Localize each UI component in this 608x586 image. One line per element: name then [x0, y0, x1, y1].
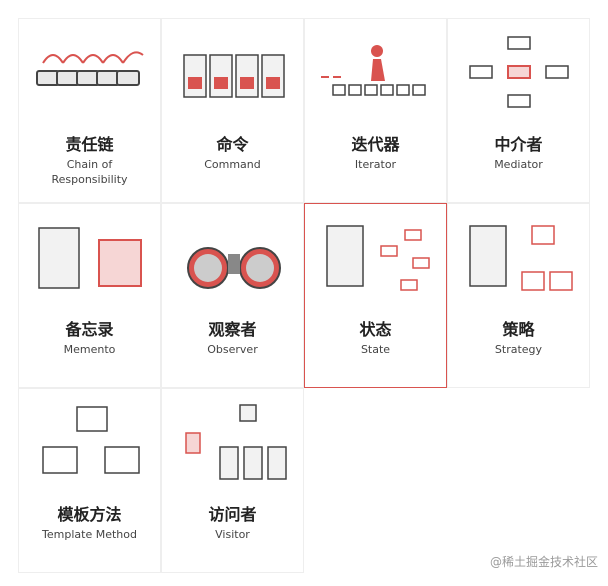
iterator-icon [321, 45, 426, 96]
pattern-name-cn: 备忘录 [65, 320, 114, 339]
pattern-name-en: Strategy [494, 343, 543, 356]
visitor-icon [185, 404, 287, 480]
template-method-icon [42, 406, 140, 474]
pattern-name-cn: 责任链 [65, 135, 114, 154]
pattern-name-cn: 模板方法 [57, 505, 122, 524]
pattern-name-cn: 策略 [502, 320, 535, 339]
card-visitor[interactable]: 访问者 Visitor [161, 388, 304, 573]
pattern-name-cn: 迭代器 [351, 135, 400, 154]
pattern-name-en: Mediator [494, 158, 543, 171]
memento-icon [38, 227, 142, 289]
pattern-name-cn: 访问者 [208, 505, 257, 524]
pattern-name-en: Command [204, 158, 261, 171]
pattern-name-en: Template Method [42, 528, 137, 541]
pattern-name-en: Memento [63, 343, 116, 356]
card-chain-of-responsibility[interactable]: 责任链 Chain of Responsibility [18, 18, 161, 203]
pattern-name-en: Chain of Responsibility [51, 158, 128, 186]
card-memento[interactable]: 备忘录 Memento [18, 203, 161, 388]
card-observer[interactable]: 观察者 Observer [161, 203, 304, 388]
card-strategy[interactable]: 策略 Strategy [447, 203, 590, 388]
card-iterator[interactable]: 迭代器 Iterator [304, 18, 447, 203]
pattern-name-cn: 中介者 [494, 135, 543, 154]
pattern-grid: 责任链 Chain of Responsibility 命令 Command [18, 18, 590, 574]
watermark: @稀土掘金技术社区 [489, 555, 598, 569]
pattern-name-en: Observer [207, 343, 258, 356]
pattern-name-en: State [360, 343, 391, 356]
pattern-name-cn: 命令 [216, 135, 249, 154]
card-template-method[interactable]: 模板方法 Template Method [18, 388, 161, 573]
state-icon [326, 225, 430, 291]
pattern-name-en: Iterator [354, 158, 397, 171]
card-state[interactable]: 状态 State [304, 203, 447, 388]
pattern-name-en: Visitor [215, 528, 250, 541]
pattern-name-cn: 状态 [359, 320, 392, 339]
mediator-icon [469, 36, 569, 108]
chain-icon [36, 51, 144, 86]
card-mediator[interactable]: 中介者 Mediator [447, 18, 590, 203]
command-icon [183, 54, 285, 98]
card-command[interactable]: 命令 Command [161, 18, 304, 203]
binoculars-icon [187, 247, 281, 289]
pattern-name-cn: 观察者 [208, 320, 257, 339]
strategy-icon [469, 225, 573, 291]
